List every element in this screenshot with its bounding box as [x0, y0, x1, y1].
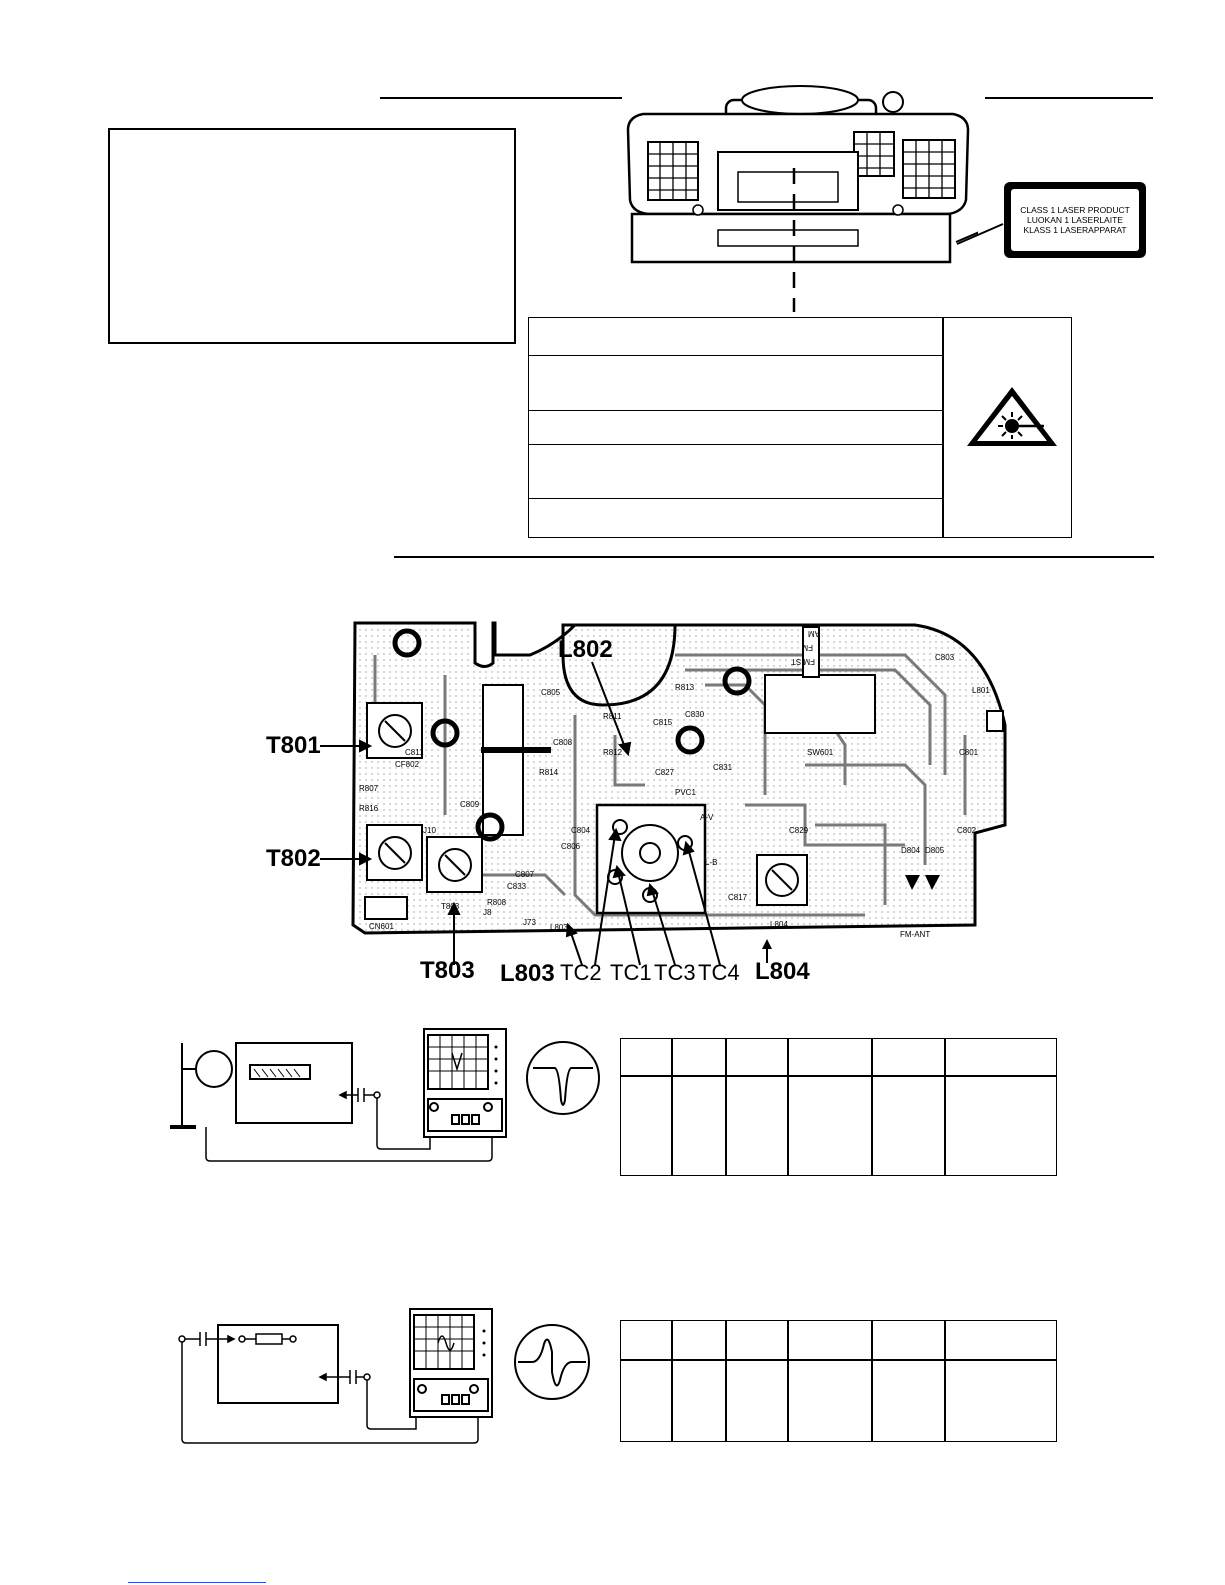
silk-c804: C804 — [571, 826, 591, 835]
silk-c831: C831 — [713, 763, 733, 772]
table-col-line — [671, 1039, 673, 1175]
silk-j73: J73 — [523, 918, 536, 927]
warning-row — [529, 445, 943, 499]
table-col-line — [725, 1039, 727, 1175]
silk-fm: FM — [801, 643, 813, 652]
silk-d804: D804 — [901, 846, 921, 855]
silk-r813: R813 — [675, 683, 695, 692]
silk-l801: L801 — [972, 686, 990, 695]
laser-label-line2: LUOKAN 1 LASERLAITE — [1027, 215, 1123, 225]
silk-d805: D805 — [925, 846, 945, 855]
footer-link-underline[interactable] — [128, 1582, 266, 1583]
label-t801: T801 — [266, 732, 321, 759]
table-header-line — [621, 1075, 1056, 1077]
silk-am: AM — [808, 629, 820, 638]
silk-c815: C815 — [653, 718, 673, 727]
label-t803: T803 — [420, 957, 475, 984]
top-rule-right — [985, 97, 1153, 99]
silk-c811: C811 — [405, 748, 424, 757]
mid-rule — [394, 556, 1154, 558]
table-col-line — [787, 1321, 789, 1441]
label-tc4: TC4 — [698, 960, 740, 985]
laser-label-line1: CLASS 1 LASER PRODUCT — [1020, 205, 1130, 215]
silk-c827: C827 — [655, 768, 675, 777]
silk-c830: C830 — [685, 710, 705, 719]
silk-t803: T803 — [441, 902, 460, 911]
silk-a-v: A-V — [700, 813, 714, 822]
pcb-callout-arrows — [320, 661, 721, 966]
silk-pvc1: PVC1 — [675, 788, 696, 797]
table-col-line — [787, 1039, 789, 1175]
silk-l803: L803 — [550, 923, 568, 932]
test-setup-am-diagram — [170, 1028, 507, 1162]
waveform-dip-icon — [526, 1041, 600, 1115]
silk-fm-ant: FM-ANT — [900, 930, 930, 939]
pcb-board: AM FM FM ST SW601 PVC1 FM-ANT T803 L804 … — [351, 621, 1007, 939]
table-col-line — [871, 1039, 873, 1175]
label-l802: L802 — [558, 636, 613, 663]
laser-product-label: CLASS 1 LASER PRODUCT LUOKAN 1 LASERLAIT… — [1004, 182, 1146, 258]
laser-hazard-icon — [967, 387, 1057, 446]
table-col-line — [871, 1321, 873, 1441]
silk-r812: R812 — [603, 748, 623, 757]
label-tc2: TC2 — [560, 960, 602, 985]
silk-c807: C807 — [515, 870, 535, 879]
silk-c806: C806 — [561, 842, 581, 851]
warning-row — [529, 411, 943, 445]
silk-c803: C803 — [935, 653, 955, 662]
laser-warning-table — [528, 317, 1072, 538]
label-l803: L803 — [500, 960, 555, 987]
silk-c802: C802 — [957, 826, 977, 835]
silk-c801: C801 — [959, 748, 979, 757]
silk-j10: J10 — [423, 826, 436, 835]
l804-arrow — [762, 939, 772, 963]
silk-r808: R808 — [487, 898, 507, 907]
label-tc1: TC1 — [610, 960, 652, 985]
label-leader — [956, 223, 1004, 245]
silk-c809: C809 — [460, 800, 480, 809]
silk-r807: R807 — [359, 784, 379, 793]
warning-row — [529, 356, 943, 411]
silk-c808: C808 — [553, 738, 573, 747]
silk-c805: C805 — [541, 688, 561, 697]
silk-sw601: SW601 — [807, 748, 834, 757]
silk-r816: R816 — [359, 804, 379, 813]
silk-c833: C833 — [507, 882, 527, 891]
top-rule-left — [380, 97, 622, 99]
waveform-s-curve-icon — [514, 1324, 590, 1400]
label-t802: T802 — [266, 845, 321, 872]
silk-c829: C829 — [789, 826, 809, 835]
silk-j8: J8 — [483, 908, 492, 917]
warning-row — [529, 318, 943, 356]
table-col-line — [671, 1321, 673, 1441]
test-setup-fm-diagram — [178, 1308, 493, 1444]
label-tc3: TC3 — [654, 960, 696, 985]
table-col-line — [725, 1321, 727, 1441]
silk-l-b: L-B — [705, 858, 717, 867]
silk-c817: C817 — [728, 893, 748, 902]
label-l804: L804 — [755, 958, 810, 985]
caution-box — [108, 128, 516, 344]
warning-divider — [942, 318, 944, 537]
silk-cn601: CN601 — [369, 922, 394, 931]
laser-label-line3: KLASS 1 LASERAPPARAT — [1023, 225, 1127, 235]
silk-r814: R814 — [539, 768, 559, 777]
silk-cf802: CF802 — [395, 760, 420, 769]
silk-l804: L804 — [770, 920, 788, 929]
table-col-line — [944, 1321, 946, 1441]
table-col-line — [944, 1039, 946, 1175]
alignment-table-1 — [620, 1038, 1057, 1176]
silk-fm-st: FM ST — [791, 657, 815, 666]
table-header-line — [621, 1359, 1056, 1361]
unit-rear-drawing — [626, 85, 978, 312]
alignment-table-2 — [620, 1320, 1057, 1442]
